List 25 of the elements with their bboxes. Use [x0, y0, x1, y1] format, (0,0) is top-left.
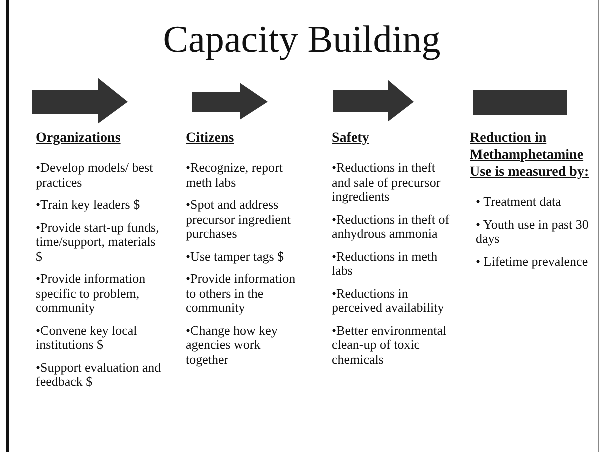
bullet-item: •Spot and address precursor ingredient purchases	[186, 198, 292, 242]
bullet-item: • Youth use in past 30 days	[476, 218, 590, 246]
bullet-item: •Convene key local institutions $	[36, 324, 138, 352]
bullet-item: •Provide information to others in the community	[186, 272, 297, 316]
bullet-item: •Provide information specific to problem, community	[36, 272, 147, 316]
bullet-item: •Reductions in meth labs	[332, 250, 439, 278]
bullet-item: •Reductions in theft and sale of precursor ingredients	[332, 161, 442, 204]
title: Capacity Building	[162, 18, 442, 62]
bullet-item: •Use tamper tags $	[186, 250, 286, 264]
bullet-item: •Better environmental clean-up of toxic chemicals	[332, 324, 448, 367]
bullet-item: • Lifetime prevalence	[476, 254, 590, 269]
bullet-item: •Provide start-up funds, time/support, materials $	[36, 220, 160, 264]
bullet-item: •Recognize, report meth labs	[186, 161, 284, 190]
bullet-item: •Change how key agencies work together	[186, 324, 279, 367]
bullet-item: •Reductions in theft of anhydrous ammonia	[332, 212, 451, 242]
column-heading: Reduction in Methamphetamine Use is measured by:	[470, 130, 590, 181]
bullet-item: •Train key leaders $	[36, 198, 142, 212]
bullet-item: • Treatment data	[476, 195, 562, 210]
column-heading: Organizations	[36, 130, 122, 147]
bullet-item: •Develop models/ best practices	[36, 161, 154, 190]
column-heading: Safety	[332, 130, 370, 147]
dark-bar	[473, 90, 567, 115]
bullet-item: •Reductions in perceived availability	[332, 286, 446, 316]
bullet-item: •Support evaluation and feedback $	[36, 360, 162, 390]
column-heading: Citizens	[186, 130, 236, 147]
